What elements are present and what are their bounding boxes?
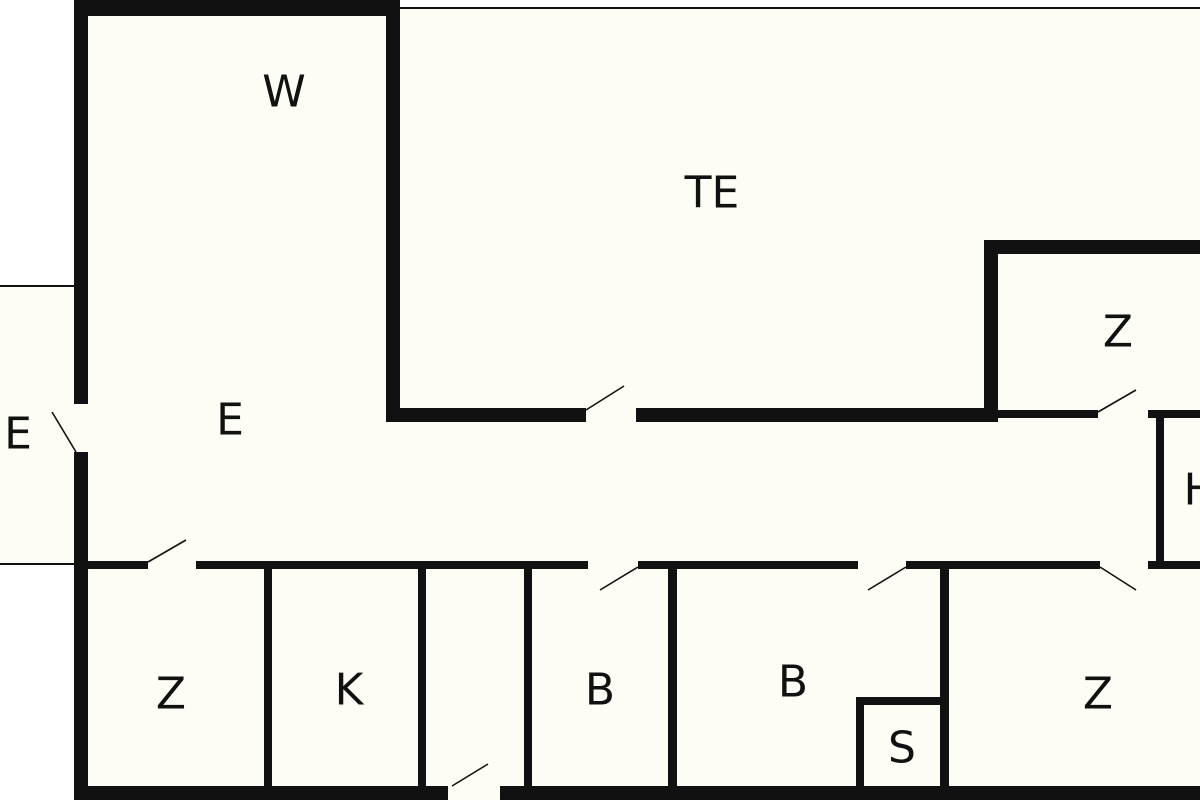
wall-hall-bottom-1 bbox=[74, 561, 148, 569]
room-label-z-top-right: Z bbox=[1103, 307, 1133, 358]
door-b-large bbox=[867, 566, 907, 591]
room-label-k: K bbox=[335, 665, 365, 716]
room-label-s: S bbox=[888, 723, 916, 774]
thin-lines bbox=[0, 7, 1200, 565]
room-label-b-small: B bbox=[585, 665, 615, 716]
room-te-area bbox=[390, 8, 1200, 416]
door-outside-entry bbox=[51, 411, 77, 453]
bottom-rooms-area bbox=[80, 566, 1200, 800]
wall-s-top bbox=[856, 697, 944, 705]
wall-divider-b-z bbox=[940, 566, 949, 800]
wall-left-upper bbox=[74, 0, 88, 404]
wall-hall-bottom-3 bbox=[638, 561, 858, 569]
door-te bbox=[585, 385, 625, 411]
door-z-top-right bbox=[1097, 389, 1137, 413]
wall-divider-corridor-b bbox=[524, 566, 532, 800]
room-label-w: W bbox=[262, 67, 306, 118]
door-z-bottom-left bbox=[147, 539, 187, 563]
wall-z-top bbox=[984, 240, 1200, 254]
room-label-e-outside: E bbox=[4, 409, 32, 460]
wall-te-bottom-left bbox=[386, 408, 586, 422]
wall-left-lower bbox=[74, 452, 88, 800]
outside-area bbox=[0, 286, 80, 564]
room-label-te: TE bbox=[684, 168, 740, 219]
doors bbox=[51, 385, 1137, 787]
wall-divider-b-b bbox=[668, 566, 677, 800]
wall-hall-bottom-2 bbox=[196, 561, 588, 569]
wall-w-te-divider bbox=[386, 0, 400, 422]
wall-hall-bottom-5 bbox=[1148, 561, 1200, 569]
room-label-z-bottom-left: Z bbox=[156, 669, 186, 720]
wall-s-left bbox=[856, 697, 864, 800]
room-label-b-large: B bbox=[778, 657, 808, 708]
hall-area bbox=[80, 416, 1200, 566]
wall-h-left bbox=[1156, 418, 1164, 568]
wall-te-bottom-right bbox=[636, 408, 998, 422]
wall-z-left bbox=[984, 240, 998, 422]
wall-top-left bbox=[74, 0, 400, 16]
wall-bottom-right bbox=[500, 786, 1200, 800]
wall-hall-bottom-4 bbox=[906, 561, 1100, 569]
walls bbox=[74, 0, 1200, 800]
room-label-e-hall: E bbox=[216, 395, 244, 446]
wall-z-bottom-right bbox=[1148, 410, 1200, 418]
wall-z-bottom bbox=[998, 410, 1098, 418]
door-z-bottom-right bbox=[1099, 566, 1137, 591]
wall-divider-z-k bbox=[264, 566, 272, 800]
door-b-small bbox=[599, 566, 639, 591]
wall-bottom-left bbox=[74, 786, 448, 800]
room-label-h-right: H bbox=[1183, 465, 1200, 516]
wall-divider-k-corridor bbox=[418, 566, 426, 800]
room-w-area bbox=[80, 8, 390, 420]
room-labels: W TE E E Z H Z K B B S Z bbox=[4, 67, 1200, 774]
room-label-z-bottom-right: Z bbox=[1083, 669, 1113, 720]
door-corridor-exit bbox=[451, 763, 489, 787]
